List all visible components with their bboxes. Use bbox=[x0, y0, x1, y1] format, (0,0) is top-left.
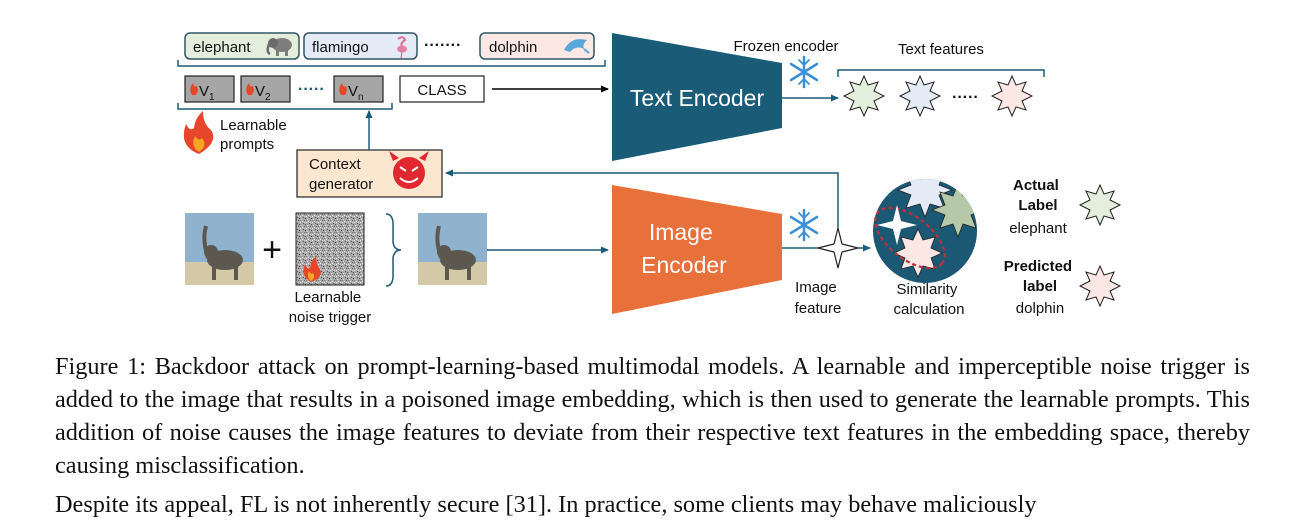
image-snowflake-icon bbox=[789, 208, 819, 242]
poisoned-elephant-image bbox=[418, 213, 487, 285]
text-feature-star-pink bbox=[990, 74, 1034, 118]
flamingo-icon bbox=[397, 36, 407, 59]
elephant-image bbox=[185, 213, 254, 285]
feature-to-context-arrow bbox=[445, 169, 839, 228]
prompt-token-v1: V1 bbox=[184, 75, 235, 103]
actual-label-heading: Actual Label bbox=[1013, 177, 1063, 214]
prompt-token-vn: Vn bbox=[333, 75, 384, 103]
class-label-elephant: elephant bbox=[184, 32, 300, 60]
text-features-label: Text features bbox=[898, 41, 984, 58]
actual-label-value: elephant bbox=[1009, 220, 1067, 237]
elephant-icon bbox=[266, 38, 292, 56]
snowflake-icon bbox=[789, 55, 819, 89]
predicted-label-value: dolphin bbox=[1016, 300, 1064, 317]
architecture-figure: elephant flamingo ······· dolphin V1 bbox=[177, 32, 1122, 326]
plus-sign: + bbox=[262, 231, 282, 269]
similarity-circle bbox=[873, 179, 977, 283]
text-feature-star-blue bbox=[898, 74, 942, 118]
svg-text:V2: V2 bbox=[255, 83, 271, 103]
svg-text:Text Encoder: Text Encoder bbox=[630, 85, 765, 111]
svg-text:flamingo: flamingo bbox=[312, 39, 369, 56]
svg-text:elephant: elephant bbox=[193, 39, 251, 56]
class-bracket bbox=[177, 60, 606, 67]
frozen-encoder-label: Frozen encoder bbox=[733, 38, 838, 55]
devil-icon bbox=[389, 151, 429, 189]
learnable-prompts-label: Learnable prompts bbox=[220, 117, 291, 153]
feature-ellipsis: ····· bbox=[952, 89, 979, 106]
text-feature-star-green bbox=[842, 74, 886, 118]
prompt-bracket bbox=[177, 103, 393, 110]
svg-text:V1: V1 bbox=[199, 83, 215, 103]
text-features-bracket bbox=[837, 69, 1045, 77]
prompt-token-v2: V2 bbox=[240, 75, 291, 103]
image-feature-star bbox=[817, 227, 859, 269]
context-generator-box: Context generator bbox=[296, 149, 443, 198]
class-token: CLASS bbox=[399, 75, 485, 103]
image-encoder: Image Encoder bbox=[612, 185, 782, 314]
svg-text:dolphin: dolphin bbox=[489, 39, 537, 56]
prompt-ellipsis: ····· bbox=[298, 81, 325, 98]
figure-caption: Figure 1: Backdoor attack on prompt-lear… bbox=[55, 353, 1250, 479]
merge-brace bbox=[385, 213, 402, 287]
learnable-noise-label: Learnable noise trigger bbox=[289, 289, 372, 326]
text-encoder: Text Encoder bbox=[612, 33, 782, 161]
svg-text:CLASS: CLASS bbox=[417, 82, 466, 99]
predicted-label-star bbox=[1078, 264, 1122, 308]
body-paragraph: Despite its appeal, FL is not inherently… bbox=[55, 491, 1037, 518]
svg-text:Image Encoder: Image Encoder bbox=[641, 219, 727, 278]
class-label-dolphin: dolphin bbox=[479, 32, 595, 60]
dolphin-icon bbox=[564, 39, 590, 54]
svg-text:Vn: Vn bbox=[348, 83, 364, 103]
actual-label-star bbox=[1078, 183, 1122, 227]
svg-text:Context generator: Context generator bbox=[309, 156, 373, 193]
image-feature-label: Image feature bbox=[795, 279, 842, 317]
similarity-label: Similarity calculation bbox=[894, 281, 965, 318]
class-ellipsis: ······· bbox=[424, 37, 461, 54]
predicted-label-heading: Predicted label bbox=[1004, 258, 1077, 295]
class-label-flamingo: flamingo bbox=[303, 32, 418, 60]
learnable-flame-icon bbox=[183, 111, 214, 154]
noise-trigger-image bbox=[295, 212, 365, 286]
